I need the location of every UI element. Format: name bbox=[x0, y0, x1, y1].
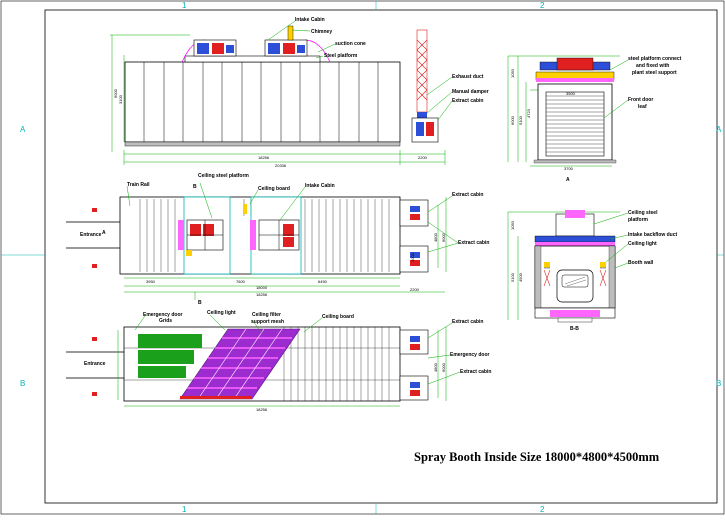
drawing-title: Spray Booth Inside Size 18000*4800*4500m… bbox=[414, 450, 660, 464]
label-chimney: Chimney bbox=[311, 29, 332, 35]
ceiling-dim-h2: 6000 bbox=[441, 362, 446, 372]
zone-col-2-bottom: 2 bbox=[540, 505, 545, 514]
label-platform: platform bbox=[628, 217, 649, 223]
ceiling-dim-h1: 4800 bbox=[433, 362, 438, 372]
label-ceiling-entrance: Entrance bbox=[84, 361, 106, 367]
car-front-view bbox=[556, 269, 594, 303]
sec-a-dim-s1: 4723 bbox=[526, 108, 531, 118]
zone-row-b-left: B bbox=[20, 379, 25, 388]
label-ceiling-light: Ceiling light bbox=[207, 310, 236, 316]
front-elevation: 6000 3100 18256 20336 2200 bbox=[110, 17, 489, 168]
zone-col-2-top: 2 bbox=[540, 1, 545, 10]
label-ceiling-board-2: Ceiling board bbox=[322, 314, 354, 320]
section-bb: 1050 5100 4500 Ceiling steel platform In… bbox=[507, 210, 678, 332]
zone-row-b-right: B bbox=[716, 379, 721, 388]
extract-cabin bbox=[411, 117, 439, 143]
label-plan-extract-cabin: Extract cabin bbox=[452, 192, 483, 198]
elev-width-dim-2: 20336 bbox=[275, 163, 287, 168]
zone-row-a-left: A bbox=[20, 125, 26, 134]
label-booth-wall: Booth wall bbox=[628, 260, 654, 266]
sec-a-dim-top: 1050 bbox=[510, 68, 515, 78]
section-a: 1050 6000 5100 4723 3500 3700 steel plat… bbox=[507, 55, 682, 183]
sec-a-dim-w2: 3700 bbox=[564, 166, 574, 171]
sec-b-dim-top: 1050 bbox=[510, 220, 515, 230]
label-plan-intake-cabin: Intake Cabin bbox=[305, 183, 335, 189]
label-ceiling-extract-cabin-2: Extract cabin bbox=[460, 369, 491, 375]
plan-dim-3: 6450 bbox=[318, 279, 328, 284]
label-support-mesh: support mesh bbox=[251, 319, 284, 325]
plan-dim-h2: 6000 bbox=[441, 232, 446, 242]
label-ceiling-steel-platform: Ceiling steel platform bbox=[198, 173, 249, 179]
label-ceiling-filter: Ceiling filter bbox=[252, 312, 281, 318]
label-plan-extract-cabin-2: Extract cabin bbox=[458, 240, 489, 246]
label-ceiling-steel: Ceiling steel bbox=[628, 210, 658, 216]
section-bb-title: B-B bbox=[570, 326, 579, 332]
plan-dim-5: 18256 bbox=[256, 292, 268, 297]
label-and-fixed-with: and fixed with bbox=[636, 63, 669, 69]
label-suction-cone: suction cone bbox=[335, 41, 366, 47]
zone-col-1-bottom: 1 bbox=[182, 505, 187, 514]
label-intake-backflow-duct: Intake backflow duct bbox=[628, 232, 678, 238]
label-leaf: leaf bbox=[638, 104, 647, 110]
exhaust-tower bbox=[416, 29, 428, 113]
elev-width-dim-3: 2200 bbox=[418, 155, 428, 160]
sec-a-dim-w1: 3500 bbox=[566, 91, 576, 96]
ceiling-dim-1: 18256 bbox=[256, 407, 268, 412]
label-steel-platform-connect: steel platform connect bbox=[628, 56, 682, 62]
label-exhaust-duct: Exhaust duct bbox=[452, 74, 484, 80]
section-mark-b-2: B bbox=[198, 300, 202, 306]
label-steel-platform: Steel platform bbox=[324, 53, 358, 59]
plan-dim-h3: 1000 bbox=[410, 252, 415, 262]
plan-dim-4: 18000 bbox=[256, 285, 268, 290]
chimney bbox=[287, 25, 294, 41]
label-front-door: Front door bbox=[628, 97, 653, 103]
zone-row-a-right: A bbox=[716, 125, 722, 134]
sec-b-dim-h1: 5100 bbox=[510, 272, 515, 282]
label-ceiling-extract-cabin: Extract cabin bbox=[452, 319, 483, 325]
elev-height-dim-2: 3100 bbox=[118, 94, 123, 104]
ceiling-plan: 18256 4800 6000 Emergency door Grids Cei… bbox=[66, 310, 491, 412]
label-train-rail: Train Rail bbox=[127, 182, 150, 188]
label-emergency-door: Emergency door bbox=[143, 312, 183, 318]
zone-col-1-top: 1 bbox=[182, 1, 187, 10]
label-plant-steel-support: plant steel support bbox=[632, 70, 677, 76]
label-plan-entrance: Entrance bbox=[80, 232, 102, 238]
plan-dim-h1: 4800 bbox=[433, 232, 438, 242]
label-grids: Grids bbox=[159, 318, 172, 324]
elev-height-dim-1: 6000 bbox=[113, 88, 118, 98]
label-manual-damper: Manual damper bbox=[452, 89, 489, 95]
sec-a-dim-h2: 5100 bbox=[518, 115, 523, 125]
plan-dim-2: 7600 bbox=[236, 279, 246, 284]
section-mark-b: B bbox=[193, 184, 197, 190]
label-emergency-door-2: Emergency door bbox=[450, 352, 490, 358]
sec-b-dim-h2: 4500 bbox=[518, 272, 523, 282]
section-mark-a: A bbox=[102, 230, 106, 236]
label-extract-cabin: Extract cabin bbox=[452, 98, 483, 104]
label-intake-cabin: Intake Cabin bbox=[295, 17, 325, 23]
plan-dim-6: 2200 bbox=[410, 287, 420, 292]
section-a-title: A bbox=[566, 177, 570, 183]
green-grids bbox=[138, 334, 202, 378]
plan-dim-1: 3950 bbox=[146, 279, 156, 284]
label-bb-ceiling-light: Ceiling light bbox=[628, 241, 657, 247]
sec-a-dim-h1: 6000 bbox=[510, 115, 515, 125]
elev-width-dim-1: 18256 bbox=[258, 155, 270, 160]
label-ceiling-board: Ceiling board bbox=[258, 186, 290, 192]
plan-view: B A 3950 7600 6450 18000 18256 2200 4800… bbox=[66, 173, 489, 306]
booth-panels bbox=[143, 62, 379, 142]
